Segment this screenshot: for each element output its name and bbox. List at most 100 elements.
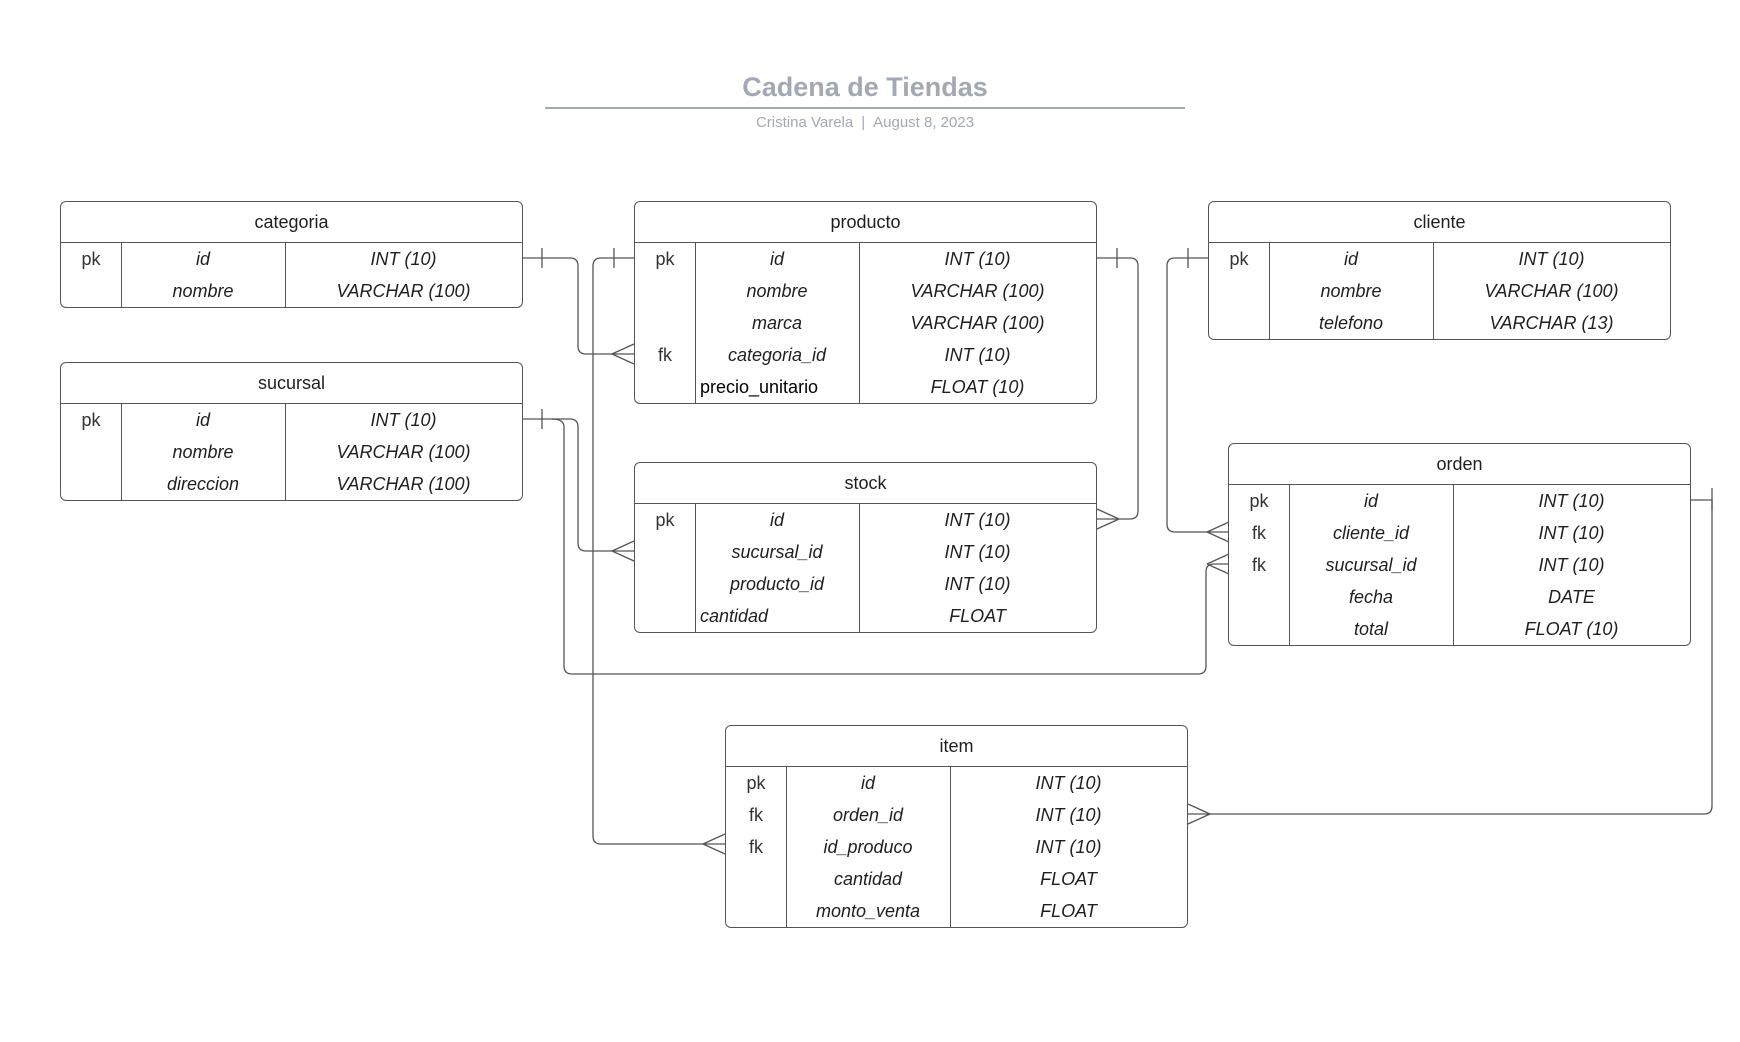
column-divider xyxy=(1433,243,1434,339)
attribute-type: FLOAT (10) xyxy=(1524,618,1619,639)
column-divider xyxy=(859,504,860,632)
column-divider xyxy=(285,243,286,307)
attribute-name: id_produco xyxy=(823,836,913,857)
attribute-name: sucursal_id xyxy=(731,541,823,562)
attribute-name: nombre xyxy=(172,441,234,462)
attribute-type: INT (10) xyxy=(1538,522,1605,543)
attribute-name: cantidad xyxy=(700,605,769,626)
relationship-sucursal-stock xyxy=(522,409,635,562)
entity-cliente[interactable]: cliente pk id INT (10) nombre VARCHAR (1… xyxy=(1208,201,1671,340)
attribute-row: fk orden_id INT (10) xyxy=(726,799,1187,831)
attribute-name: id xyxy=(1343,248,1358,269)
attribute-name: marca xyxy=(751,312,802,333)
attribute-row: pk id INT (10) xyxy=(1209,243,1670,275)
attribute-row: nombre VARCHAR (100) xyxy=(61,436,522,468)
attribute-name: id xyxy=(769,509,784,530)
attribute-row: fk categoria_id INT (10) xyxy=(635,339,1096,371)
attribute-row: cantidad FLOAT xyxy=(635,600,1096,632)
entity-categoria[interactable]: categoria pk id INT (10) nombre VARCHAR … xyxy=(60,201,523,308)
entity-title: cliente xyxy=(1209,202,1670,243)
key-label: pk xyxy=(655,248,675,269)
attribute-name: id xyxy=(195,409,210,430)
entity-title: stock xyxy=(635,463,1096,504)
attribute-row: pk id INT (10) xyxy=(61,243,522,275)
entity-attributes: pk id INT (10) nombre VARCHAR (100) marc… xyxy=(635,243,1096,403)
attribute-row: total FLOAT (10) xyxy=(1229,613,1690,645)
attribute-name: orden_id xyxy=(832,804,904,825)
attribute-type: INT (10) xyxy=(944,509,1011,530)
column-divider xyxy=(695,504,696,632)
attribute-type: INT (10) xyxy=(944,344,1011,365)
attribute-type: INT (10) xyxy=(1538,490,1605,511)
attribute-name: cliente_id xyxy=(1332,522,1410,543)
attribute-name: telefono xyxy=(1318,312,1384,333)
attribute-type: FLOAT xyxy=(949,605,1006,626)
entity-title: orden xyxy=(1229,444,1690,485)
column-divider xyxy=(859,243,860,403)
entity-producto[interactable]: producto pk id INT (10) nombre VARCHAR (… xyxy=(634,201,1097,404)
attribute-type: VARCHAR (100) xyxy=(1484,280,1619,301)
attribute-row: pk id INT (10) xyxy=(726,767,1187,799)
diagram-header: Cadena de Tiendas Cristina Varela | August… xyxy=(0,0,1740,140)
column-divider xyxy=(1289,485,1290,645)
key-label: fk xyxy=(1251,522,1266,543)
attribute-type: INT (10) xyxy=(1035,836,1102,857)
attribute-name: id xyxy=(195,248,210,269)
diagram-date: August 8, 2023 xyxy=(873,114,975,131)
key-label: pk xyxy=(655,509,675,530)
diagram-subtitle: Cristina Varela | August 8, 2023 xyxy=(545,114,1185,131)
author-name: Cristina Varela xyxy=(755,114,854,131)
attribute-type: VARCHAR (100) xyxy=(910,312,1045,333)
entity-orden[interactable]: orden pk id INT (10) fk cliente_id INT (… xyxy=(1228,443,1691,646)
key-label: pk xyxy=(1229,248,1249,269)
attribute-name: id xyxy=(769,248,784,269)
entity-attributes: pk id INT (10) nombre VARCHAR (100) dire… xyxy=(61,404,522,500)
relationship-categoria-producto xyxy=(522,248,635,365)
entity-attributes: pk id INT (10) fk orden_id INT (10) fk i… xyxy=(726,767,1187,927)
entity-attributes: pk id INT (10) fk cliente_id INT (10) fk… xyxy=(1229,485,1690,645)
attribute-row: nombre VARCHAR (100) xyxy=(1209,275,1670,307)
attribute-row: fk cliente_id INT (10) xyxy=(1229,517,1690,549)
key-label: fk xyxy=(748,804,763,825)
attribute-row: pk id INT (10) xyxy=(635,504,1096,536)
attribute-row: pk id INT (10) xyxy=(61,404,522,436)
title-underline xyxy=(545,107,1185,109)
attribute-name: direccion xyxy=(166,473,240,494)
entity-title: categoria xyxy=(61,202,522,243)
entity-item[interactable]: item pk id INT (10) fk orden_id INT (10)… xyxy=(725,725,1188,928)
attribute-name: producto_id xyxy=(729,573,825,594)
entity-sucursal[interactable]: sucursal pk id INT (10) nombre VARCHAR (… xyxy=(60,362,523,501)
entity-attributes: pk id INT (10) nombre VARCHAR (100) tele… xyxy=(1209,243,1670,339)
attribute-name: nombre xyxy=(746,280,808,301)
diagram-title: Cadena de Tiendas xyxy=(742,72,988,102)
attribute-row: telefono VARCHAR (13) xyxy=(1209,307,1670,339)
attribute-row: sucursal_id INT (10) xyxy=(635,536,1096,568)
column-divider xyxy=(1453,485,1454,645)
column-divider xyxy=(285,404,286,500)
attribute-row: pk id INT (10) xyxy=(635,243,1096,275)
column-divider xyxy=(786,767,787,927)
key-label: fk xyxy=(748,836,763,857)
attribute-row: nombre VARCHAR (100) xyxy=(61,275,522,307)
attribute-row: producto_id INT (10) xyxy=(635,568,1096,600)
attribute-name: nombre xyxy=(1320,280,1382,301)
attribute-type: FLOAT xyxy=(1040,868,1097,889)
attribute-type: FLOAT (10) xyxy=(930,376,1025,397)
subtitle-separator: | xyxy=(861,114,866,131)
attribute-name: fecha xyxy=(1348,586,1394,607)
attribute-type: INT (10) xyxy=(1035,772,1102,793)
attribute-type: DATE xyxy=(1548,586,1595,607)
attribute-row: precio_unitario FLOAT (10) xyxy=(635,371,1096,403)
entity-stock[interactable]: stock pk id INT (10) sucursal_id INT (10… xyxy=(634,462,1097,633)
attribute-row: pk id INT (10) xyxy=(1229,485,1690,517)
attribute-type: FLOAT xyxy=(1040,900,1097,921)
column-divider xyxy=(950,767,951,927)
key-label: pk xyxy=(81,248,101,269)
attribute-type: INT (10) xyxy=(370,248,437,269)
attribute-type: VARCHAR (100) xyxy=(336,473,471,494)
attribute-name: total xyxy=(1353,618,1389,639)
attribute-type: INT (10) xyxy=(1538,554,1605,575)
attribute-name: cantidad xyxy=(833,868,903,889)
attribute-name: sucursal_id xyxy=(1325,554,1417,575)
attribute-name: nombre xyxy=(172,280,234,301)
